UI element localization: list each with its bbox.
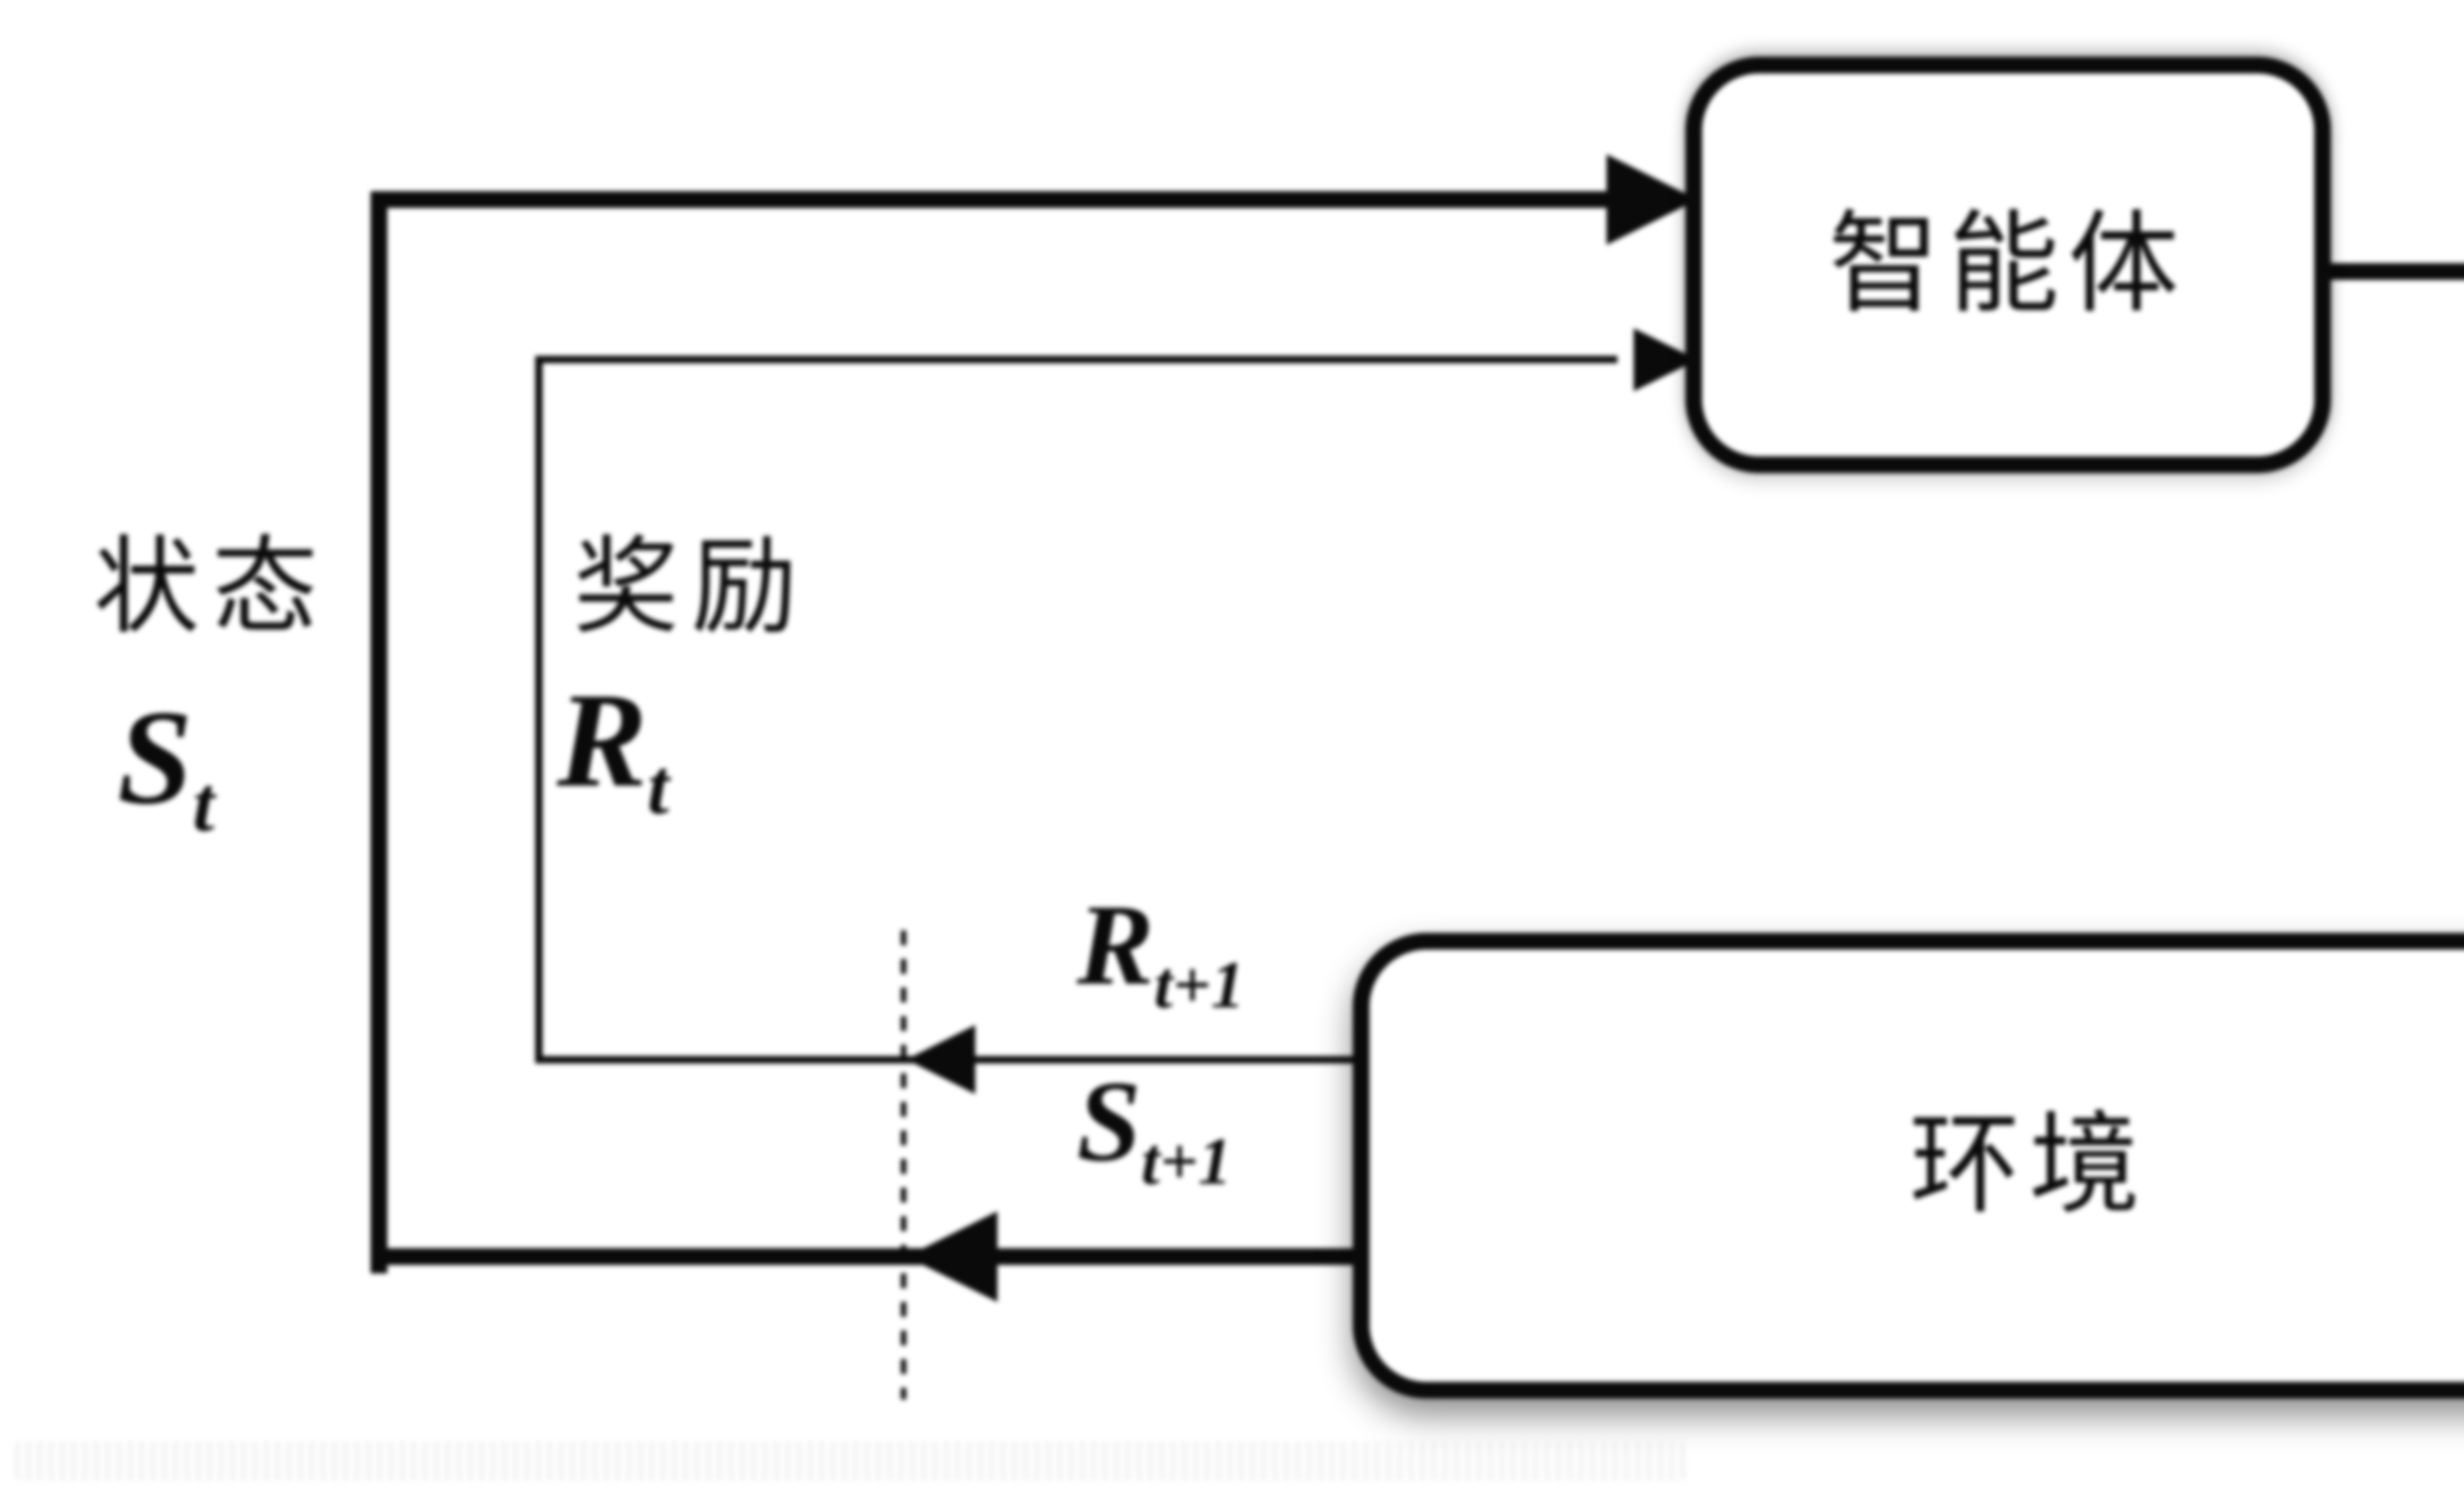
reward-symbol: Rt <box>557 673 669 826</box>
reward-caption: 奖励 <box>573 529 810 647</box>
next-state-symbol-base: S <box>1077 1057 1141 1185</box>
state-line-top-segment <box>371 191 1617 208</box>
state-line-left-segment <box>371 191 387 1273</box>
state-symbol-subscript: t <box>192 760 215 848</box>
reward-symbol-base: R <box>557 665 648 815</box>
environment-box: 环境 <box>1353 933 2464 1399</box>
next-reward-symbol-subscript: t+1 <box>1154 948 1245 1022</box>
next-state-symbol: St+1 <box>1077 1063 1232 1198</box>
state-symbol: St <box>117 690 214 844</box>
action-line-top-segment <box>2321 263 2464 280</box>
next-state-arrowhead-icon <box>906 1211 997 1302</box>
environment-box-label: 环境 <box>1909 1104 2149 1227</box>
state-caption: 状态 <box>94 529 330 647</box>
agent-box-label: 智能体 <box>1828 203 2188 326</box>
agent-box: 智能体 <box>1685 57 2331 473</box>
state-symbol-base: S <box>117 683 193 832</box>
time-step-boundary-dashed-line <box>901 930 906 1400</box>
reward-line-left-segment <box>535 356 543 1063</box>
state-line-bottom-segment <box>371 1248 1356 1265</box>
next-reward-symbol: Rt+1 <box>1077 887 1244 1019</box>
next-reward-arrowhead-icon <box>906 1025 975 1094</box>
state-to-agent-arrowhead-icon <box>1607 154 1698 245</box>
next-reward-symbol-base: R <box>1077 881 1154 1009</box>
reward-symbol-subscript: t <box>647 743 669 830</box>
scan-artifact <box>15 1441 1685 1481</box>
reward-line-top-segment <box>535 356 1617 363</box>
next-state-symbol-subscript: t+1 <box>1141 1125 1232 1198</box>
